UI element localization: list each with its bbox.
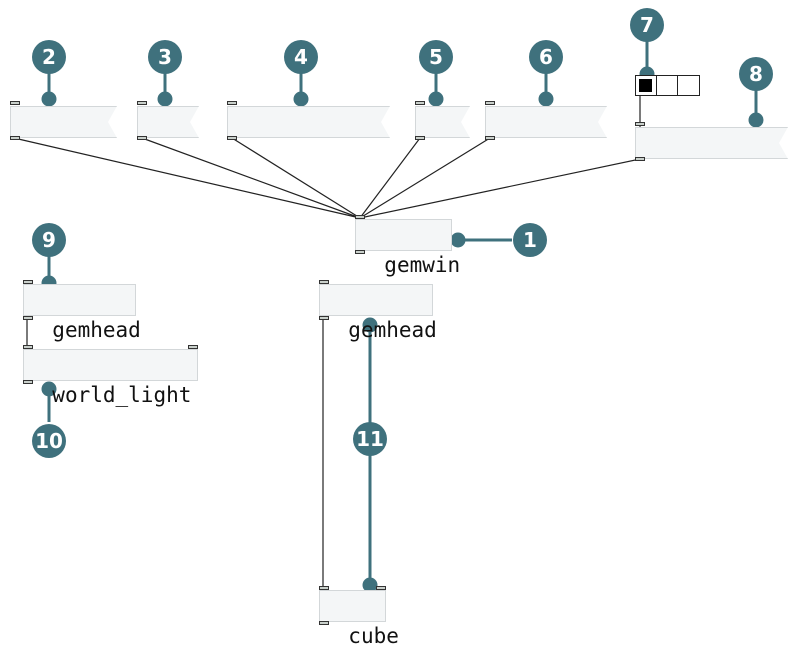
callout-badge-5: 5	[419, 40, 453, 74]
inlet[interactable]	[635, 122, 645, 126]
outlet[interactable]	[137, 136, 147, 140]
inlet[interactable]	[23, 345, 33, 349]
gemwin-label: gemwin	[384, 253, 461, 277]
inlet[interactable]	[10, 101, 20, 105]
gemhead-left-label: gemhead	[52, 318, 141, 342]
callout-badge-9: 9	[32, 223, 66, 257]
inlet-right[interactable]	[188, 345, 198, 349]
create-message-label: create	[39, 140, 116, 164]
world-light-label: world_light	[52, 383, 192, 407]
inlet[interactable]	[227, 101, 237, 105]
callout-badge-3: 3	[148, 40, 182, 74]
wire-one-gemwin	[141, 137, 361, 219]
lighting-message-label: lighting 1	[256, 140, 383, 164]
radio-selector[interactable]	[635, 75, 700, 96]
gemhead-right-label: gemhead	[348, 318, 437, 342]
destroy-message-label: destroy	[514, 140, 603, 164]
cube-object[interactable]: cube	[319, 590, 399, 648]
inlet-right[interactable]	[376, 586, 386, 590]
cube-label: cube	[348, 624, 399, 648]
outlet[interactable]	[319, 621, 329, 625]
gemhead-left-object[interactable]: gemhead	[23, 284, 141, 342]
wire-create-gemwin	[13, 137, 361, 219]
wire-zero-gemwin	[359, 137, 421, 219]
outlet[interactable]	[415, 136, 425, 140]
one-message-label: 1	[166, 140, 179, 164]
radio-cell-1[interactable]	[657, 76, 678, 95]
gemwin-object[interactable]: gemwin	[355, 219, 460, 277]
destroy-message[interactable]: destroy	[485, 106, 607, 138]
outlet[interactable]	[227, 136, 237, 140]
inlet[interactable]	[485, 101, 495, 105]
stereo-message-label: stereo $1	[664, 161, 779, 185]
inlet[interactable]	[319, 586, 329, 590]
one-message[interactable]: 1	[137, 106, 199, 138]
lighting-message[interactable]: lighting 1	[227, 106, 390, 138]
callout-badge-7: 7	[630, 8, 664, 42]
inlet[interactable]	[137, 101, 147, 105]
callout-badge-6: 6	[529, 40, 563, 74]
inlet[interactable]	[319, 280, 329, 284]
callout-badge-11: 11	[353, 422, 387, 456]
inlet[interactable]	[23, 280, 33, 284]
callout-badge-2: 2	[32, 40, 66, 74]
outlet[interactable]	[23, 316, 33, 320]
callout-badge-8: 8	[739, 57, 773, 91]
zero-message-label: 0	[444, 140, 457, 164]
wire-stereo-gemwin	[359, 158, 641, 219]
world-light-object[interactable]: world_light	[23, 349, 198, 407]
stereo-message[interactable]: stereo $1	[635, 127, 788, 159]
inlet[interactable]	[355, 215, 365, 219]
callout-badge-10: 10	[32, 424, 66, 458]
zero-message[interactable]: 0	[415, 106, 470, 138]
outlet[interactable]	[23, 380, 33, 384]
wire-lighting-gemwin	[231, 137, 361, 219]
outlet[interactable]	[10, 136, 20, 140]
callout-badge-1: 1	[513, 223, 547, 257]
radio-cell-2[interactable]	[678, 76, 699, 95]
outlet[interactable]	[319, 316, 329, 320]
wire-destroy-gemwin	[359, 137, 491, 219]
create-message[interactable]: create	[10, 106, 117, 138]
inlet[interactable]	[415, 101, 425, 105]
outlet[interactable]	[635, 157, 645, 161]
callout-badge-4: 4	[284, 40, 318, 74]
gemhead-right-object[interactable]: gemhead	[319, 284, 437, 342]
radio-cell-0[interactable]	[636, 76, 657, 95]
outlet[interactable]	[355, 250, 365, 254]
outlet[interactable]	[485, 136, 495, 140]
